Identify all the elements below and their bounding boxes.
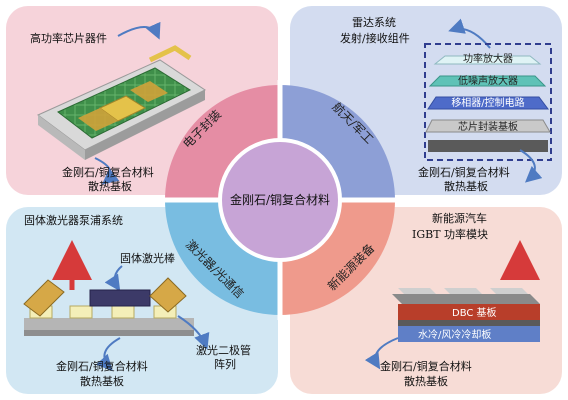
substrate-arrow-aerospace [519,149,543,183]
ev-module-illustration [392,288,540,342]
center-circle [218,138,342,262]
ev-module-line1: 新能源汽车 [432,211,487,225]
aerospace-substrate-line2: 散热基板 [444,179,488,193]
cooling-layer [398,326,540,342]
electronics-substrate-line2: 散热基板 [88,179,132,193]
device-label: 高功率芯片器件 [30,31,107,45]
device-arrow [117,21,161,40]
dbc-layer [398,304,540,320]
ev-layer-dbc: DBC 基板 [452,306,497,319]
chip-device-illustration [37,45,206,160]
ev-module-line2: IGBT 功率模块 [412,227,488,241]
rod-arrow [104,265,123,292]
laser-system-label: 固体激光器泵浦系统 [24,213,123,227]
diode-arrow [177,315,210,350]
aero-layer-4: 芯片封装基板 [458,120,518,133]
aerospace-layer-stack: 功率放大器 低噪声放大器 移相器/控制电路 芯片封装基板 [425,52,551,152]
aero-layer-2: 低噪声放大器 [458,74,518,87]
ev-layer-cooling: 水冷/风冷冷却板 [418,328,491,341]
laser-diode-line2: 阵列 [214,357,236,371]
radar-label-line2: 发射/接收组件 [340,31,410,45]
ev-substrate-line2: 散热基板 [404,374,448,388]
substrate-arrow-ev [364,337,399,370]
substrate-arrow-laser [95,337,121,371]
laser-rod-label: 固体激光棒 [120,251,175,265]
aero-layer-3: 移相器/控制电路 [451,96,524,109]
laser-diode-line1: 激光二极管 [196,343,251,357]
ev-substrate-line1: 金刚石/铜复合材料 [380,359,472,373]
radar-label-line1: 雷达系统 [352,16,396,29]
electronics-substrate-line1: 金刚石/铜复合材料 [62,165,154,179]
laser-substrate-line1: 金刚石/铜复合材料 [56,359,148,373]
laser-assembly-illustration [23,277,194,336]
laser-substrate-line2: 散热基板 [80,374,124,388]
center-label: 金刚石/铜复合材料 [230,192,330,207]
module-dashed-box [424,43,552,161]
aero-layer-1: 功率放大器 [463,52,513,65]
substrate-arrow-electronics [94,157,120,185]
aerospace-substrate-line1: 金刚石/铜复合材料 [418,165,510,179]
